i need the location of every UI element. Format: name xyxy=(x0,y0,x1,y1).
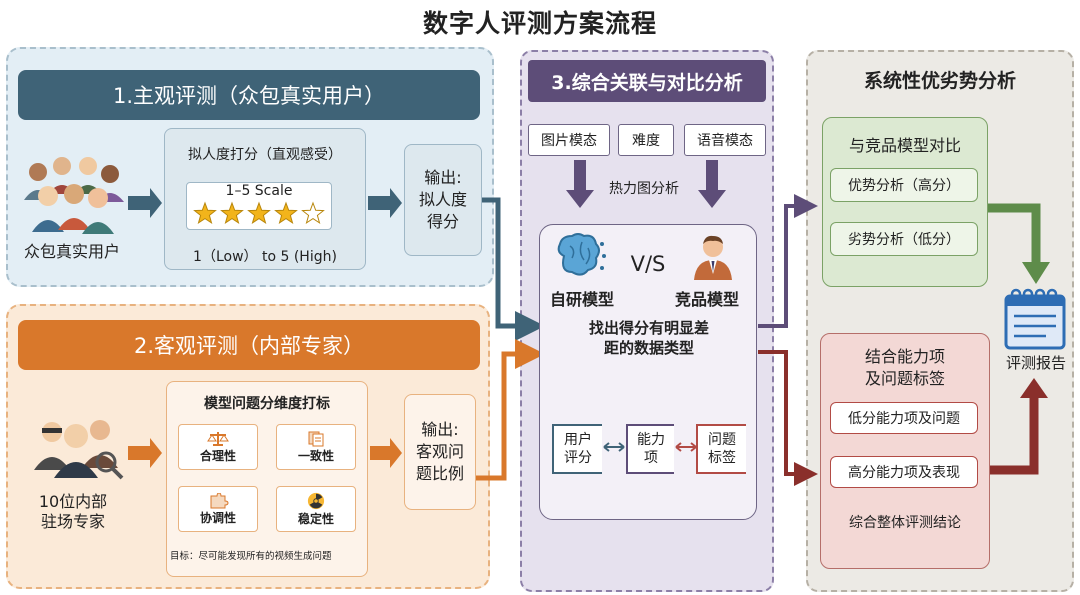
star-filled-icon xyxy=(193,201,217,225)
capability-issue-title-line1: 结合能力项 xyxy=(864,347,945,366)
capability-line1: 能力 xyxy=(637,432,665,448)
objective-output-line2: 题比例 xyxy=(415,464,464,483)
objective-header: 2.客观评测（内部专家） xyxy=(18,320,480,370)
experts-label: 10位内部 驻场专家 xyxy=(18,492,128,532)
objective-output: 输出: 客观问 题比例 xyxy=(404,394,476,510)
disadvantage-analysis: 劣势分析（低分） xyxy=(830,222,978,256)
page-title: 数字人评测方案流程 xyxy=(422,9,657,38)
modality-image: 图片模态 xyxy=(528,124,610,156)
arrow-score-to-output xyxy=(368,188,402,218)
find-gap-line1: 找出得分有明显差 xyxy=(588,319,709,337)
modality-difficulty: 难度 xyxy=(618,124,674,156)
self-model-label: 自研模型 xyxy=(549,290,614,309)
report-label: 评测报告 xyxy=(1005,354,1066,372)
dim-coordination-label: 协调性 xyxy=(199,510,236,525)
heatmap-label: 热力图分析 xyxy=(609,181,679,197)
businessman-icon xyxy=(694,235,732,280)
dimension-tagging-card xyxy=(166,381,368,577)
capability-issue-title-line2: 及问题标签 xyxy=(864,369,945,388)
capability-issue-box xyxy=(820,333,990,569)
analysis-header: 3.综合关联与对比分析 xyxy=(528,60,766,102)
user-score-line2: 评分 xyxy=(564,450,592,466)
modality-voice: 语音模态 xyxy=(684,124,766,156)
capability-issue-title: 结合能力项 及问题标签 xyxy=(820,346,990,390)
experts-label-line1: 10位内部 xyxy=(38,492,108,511)
star-filled-icon xyxy=(247,201,271,225)
connector-red-to-report xyxy=(990,398,1039,475)
documents-icon xyxy=(308,431,324,446)
subjective-output: 输出: 拟人度 得分 xyxy=(404,144,482,256)
arrow-tagging-to-output xyxy=(370,438,402,468)
connector-green-to-report xyxy=(988,203,1041,262)
high-score-items: 高分能力项及表现 xyxy=(830,456,978,488)
star-rating xyxy=(192,200,328,228)
systematic-header: 系统性优劣势分析 xyxy=(863,70,1016,92)
dim-coordination: 协调性 xyxy=(178,486,258,532)
output-label: 输出: xyxy=(424,168,462,187)
report-notepad-icon xyxy=(1004,288,1066,350)
capability-line2: 项 xyxy=(644,450,658,466)
comp-model-label: 竞品模型 xyxy=(674,290,739,309)
user-score-box: 用户评分 xyxy=(552,424,602,474)
humanlike-score-title: 拟人度打分（直观感受） xyxy=(188,147,342,163)
overall-conclusion: 综合整体评测结论 xyxy=(849,515,961,531)
dim-consistency-label: 一致性 xyxy=(297,448,334,463)
objective-output-label: 输出: xyxy=(421,420,459,439)
vs-label: V/S xyxy=(630,252,666,276)
advantage-analysis: 优势分析（高分） xyxy=(830,168,978,202)
radiation-icon xyxy=(307,492,325,509)
dimension-tagging-title: 模型问题分维度打标 xyxy=(204,396,330,412)
brain-icon xyxy=(557,233,606,276)
crowd-users-label: 众包真实用户 xyxy=(23,242,120,261)
star-empty-icon xyxy=(301,201,325,225)
arrow-image-down xyxy=(566,160,594,208)
star-filled-icon xyxy=(274,201,298,225)
issue-label-line2: 标签 xyxy=(708,450,736,466)
scale-balance-icon xyxy=(207,431,229,446)
low-score-items: 低分能力项及问题 xyxy=(830,402,978,434)
dim-consistency: 一致性 xyxy=(276,424,356,470)
competitor-compare-box xyxy=(822,117,988,287)
dim-rationality: 合理性 xyxy=(178,424,258,470)
output-value-line2: 得分 xyxy=(426,212,459,231)
competitor-compare-title: 与竞品模型对比 xyxy=(848,136,961,155)
arrow-voice-down xyxy=(698,160,726,208)
subjective-header: 1.主观评测（众包真实用户） xyxy=(18,70,480,120)
tagging-goal: 目标：尽可能发现所有的视频生成问题 xyxy=(170,551,332,562)
puzzle-icon xyxy=(210,492,229,508)
issue-label-box: 问题标签 xyxy=(696,424,746,474)
star-filled-icon xyxy=(220,201,244,225)
crowd-users-icon xyxy=(24,157,124,234)
connector-objective xyxy=(476,339,545,481)
dim-stability: 稳定性 xyxy=(276,486,356,532)
connector-to-labels xyxy=(758,350,818,486)
arrow-experts-to-tagging xyxy=(128,438,162,468)
scale-label: 1–5 Scale xyxy=(225,183,293,199)
dim-stability-label: 稳定性 xyxy=(297,511,334,526)
connector-subjective xyxy=(482,197,545,341)
find-gap-text: 找出得分有明显差 距的数据类型 xyxy=(546,318,752,358)
dim-rationality-label: 合理性 xyxy=(199,448,236,463)
connector-to-advantages xyxy=(758,194,818,328)
experts-icon xyxy=(34,420,124,480)
find-gap-line2: 距的数据类型 xyxy=(603,339,694,357)
bidirectional-arrow-icon xyxy=(603,442,625,452)
user-score-line1: 用户 xyxy=(564,432,592,448)
issue-label-line1: 问题 xyxy=(708,432,736,448)
arrow-people-to-score xyxy=(128,188,162,218)
experts-label-line2: 驻场专家 xyxy=(40,512,105,531)
objective-output-line1: 客观问 xyxy=(415,442,464,461)
output-value-line1: 拟人度 xyxy=(418,190,467,209)
capability-box: 能力项 xyxy=(626,424,674,474)
bidirectional-arrow-red-icon xyxy=(675,442,697,452)
range-label: 1（Low） to 5 (High) xyxy=(193,249,337,265)
